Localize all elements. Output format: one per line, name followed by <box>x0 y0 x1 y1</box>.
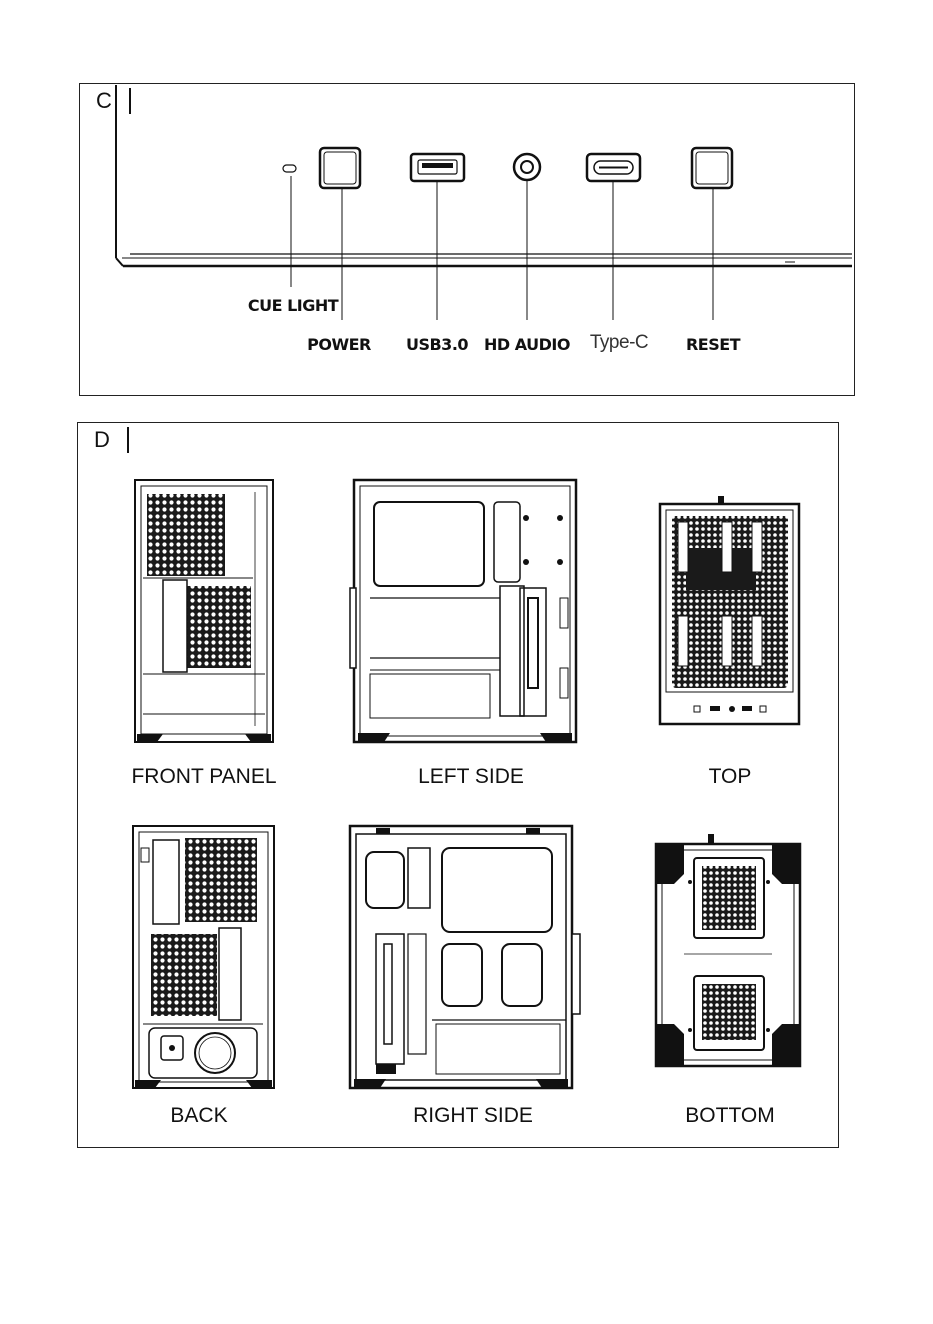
cue-light-icon <box>283 165 296 287</box>
type-c-port-icon <box>587 154 640 320</box>
audio-jack-icon <box>514 154 540 320</box>
port-label-reset: RESET <box>686 335 740 354</box>
reset-button-icon <box>692 148 732 320</box>
case-left-side-view-icon <box>350 478 578 746</box>
case-top-view-icon <box>658 496 803 728</box>
view-label-left-side: LEFT SIDE <box>418 765 524 789</box>
port-label-hd-audio: HD AUDIO <box>484 335 570 354</box>
usb-port-icon <box>411 154 464 320</box>
section-d-divider <box>127 427 129 453</box>
port-label-usb: USB3.0 <box>406 335 468 354</box>
view-label-top: TOP <box>709 765 752 789</box>
section-letter-d: D <box>94 427 110 453</box>
view-label-back: BACK <box>170 1104 227 1128</box>
case-right-side-view-icon <box>346 824 584 1092</box>
case-front-view-icon <box>133 478 275 746</box>
port-label-type-c: Type-C <box>590 332 648 354</box>
view-label-right-side: RIGHT SIDE <box>413 1104 533 1128</box>
case-bottom-view-icon <box>654 834 802 1070</box>
power-button-icon <box>320 148 360 320</box>
port-label-power: POWER <box>307 335 371 354</box>
view-label-front-panel: FRONT PANEL <box>131 765 276 789</box>
case-edge-outline <box>116 85 852 266</box>
port-label-cue-light: CUE LIGHT <box>248 296 338 315</box>
case-back-view-icon <box>131 824 276 1092</box>
view-label-bottom: BOTTOM <box>685 1104 774 1128</box>
